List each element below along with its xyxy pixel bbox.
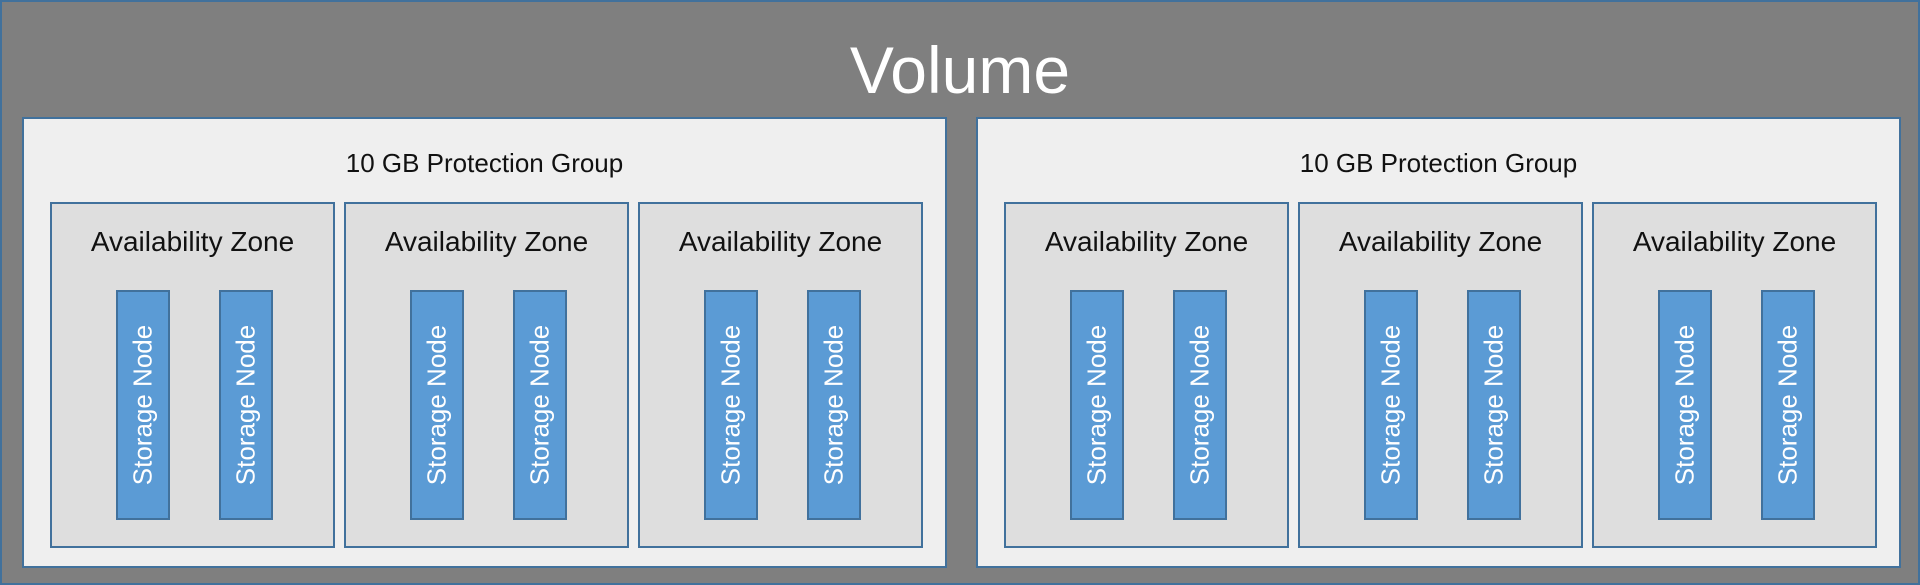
storage-node: Storage Node — [513, 290, 567, 520]
storage-node-label: Storage Node — [1772, 324, 1803, 486]
storage-node: Storage Node — [1364, 290, 1418, 520]
storage-node-label: Storage Node — [1375, 324, 1406, 486]
storage-node: Storage Node — [1761, 290, 1815, 520]
protection-group-title: 10 GB Protection Group — [1299, 148, 1578, 178]
storage-node-label: Storage Node — [127, 324, 158, 486]
storage-node-label: Storage Node — [818, 324, 849, 486]
storage-node-label: Storage Node — [524, 324, 555, 486]
storage-node-label: Storage Node — [421, 324, 452, 486]
storage-node-label: Storage Node — [1669, 324, 1700, 486]
storage-node: Storage Node — [704, 290, 758, 520]
storage-node-label: Storage Node — [1184, 324, 1215, 486]
storage-node: Storage Node — [807, 290, 861, 520]
storage-node: Storage Node — [410, 290, 464, 520]
storage-node: Storage Node — [1070, 290, 1124, 520]
storage-node: Storage Node — [1467, 290, 1521, 520]
storage-node: Storage Node — [1658, 290, 1712, 520]
storage-node-label: Storage Node — [1081, 324, 1112, 486]
protection-group-title: 10 GB Protection Group — [345, 148, 624, 178]
storage-node-label: Storage Node — [230, 324, 261, 486]
storage-node-label: Storage Node — [1478, 324, 1509, 486]
availability-zone-title: Availability Zone — [678, 226, 883, 257]
availability-zone-title: Availability Zone — [384, 226, 589, 257]
availability-zone-title: Availability Zone — [1044, 226, 1249, 257]
availability-zone-title: Availability Zone — [90, 226, 295, 257]
availability-zone-title: Availability Zone — [1338, 226, 1543, 257]
storage-node: Storage Node — [219, 290, 273, 520]
storage-node: Storage Node — [116, 290, 170, 520]
storage-node: Storage Node — [1173, 290, 1227, 520]
storage-node-label: Storage Node — [715, 324, 746, 486]
availability-zone-title: Availability Zone — [1632, 226, 1837, 257]
volume-title: Volume — [849, 33, 1071, 107]
